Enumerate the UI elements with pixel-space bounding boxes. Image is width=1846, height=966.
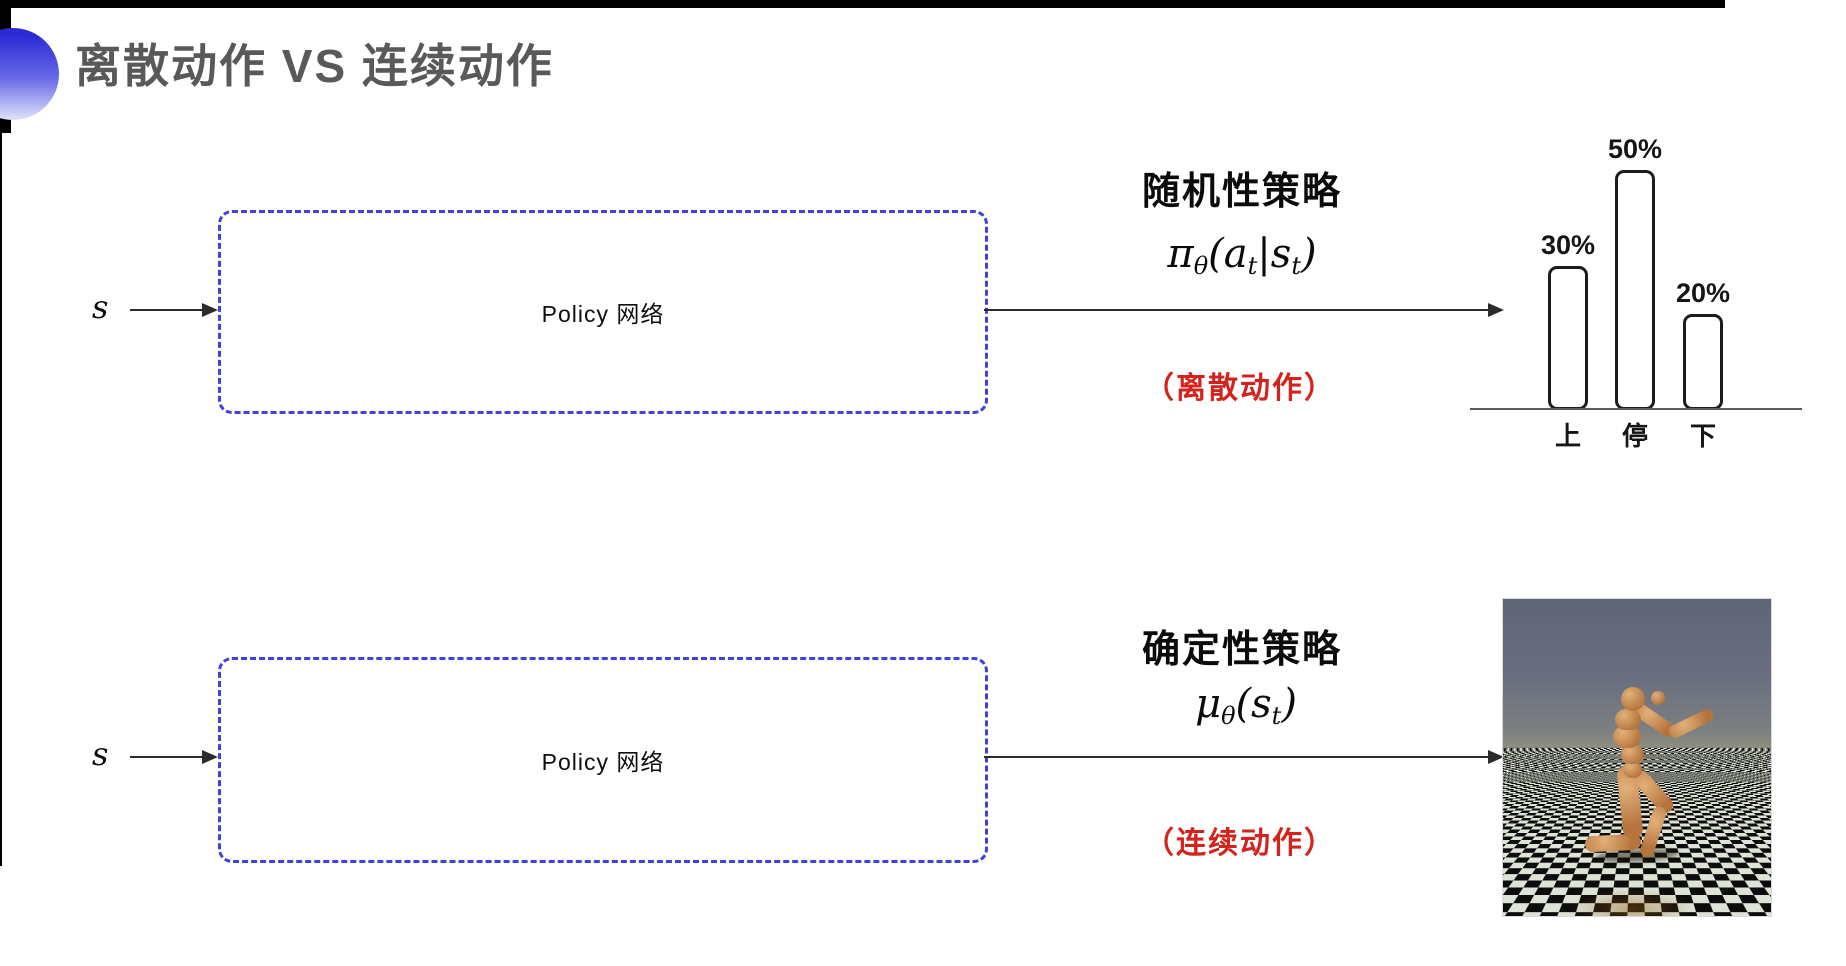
policy-type-title-bottom: 确定性策略 (1141, 629, 1342, 671)
output-arrow-bottom (984, 756, 1490, 758)
bar-down: 20% (1676, 278, 1730, 410)
input-arrowhead-bottom (202, 750, 218, 764)
letterbox-left-line (0, 0, 2, 866)
bar-value-stop: 50% (1607, 134, 1663, 164)
state-input-label-top: s (92, 288, 109, 326)
policy-network-box-bottom: Policy 网络 (218, 657, 988, 863)
state-input-label-bottom: s (92, 735, 109, 773)
category-label-stop: 停 (1621, 421, 1648, 451)
title-bullet-circle (0, 28, 59, 120)
input-arrow-bottom (130, 756, 204, 758)
input-arrowhead-top (202, 303, 218, 317)
category-label-up: 上 (1554, 421, 1581, 451)
chart-baseline (1470, 408, 1802, 410)
action-type-note-bottom: （连续动作） (1144, 827, 1336, 860)
humanoid-simulation-image (1502, 598, 1772, 917)
output-arrow-top (984, 309, 1490, 311)
category-label-down: 下 (1689, 421, 1716, 451)
output-arrowhead-top (1488, 303, 1504, 317)
policy-network-label-top: Policy 网络 (541, 301, 665, 327)
bar-value-down: 20% (1675, 278, 1731, 308)
policy-network-label-bottom: Policy 网络 (541, 749, 665, 775)
policy-network-box-top: Policy 网络 (218, 210, 988, 414)
stochastic-policy-formula: πθ(at|st) (1167, 231, 1317, 281)
bar-up: 30% (1541, 230, 1595, 410)
bar-stop: 50% (1608, 134, 1662, 410)
bar-value-up: 30% (1540, 230, 1596, 260)
action-type-note-top: （离散动作） (1144, 372, 1336, 405)
input-arrow-top (130, 309, 204, 311)
deterministic-policy-formula: μθ(st) (1195, 681, 1297, 731)
discrete-action-bar-chart: 30% 50% 20% 上 停 下 (1470, 100, 1820, 460)
policy-type-title-top: 随机性策略 (1141, 171, 1342, 213)
output-arrowhead-bottom (1488, 750, 1504, 764)
page-title: 离散动作 VS 连续动作 (75, 40, 554, 92)
letterbox-top-bar (0, 0, 1725, 8)
